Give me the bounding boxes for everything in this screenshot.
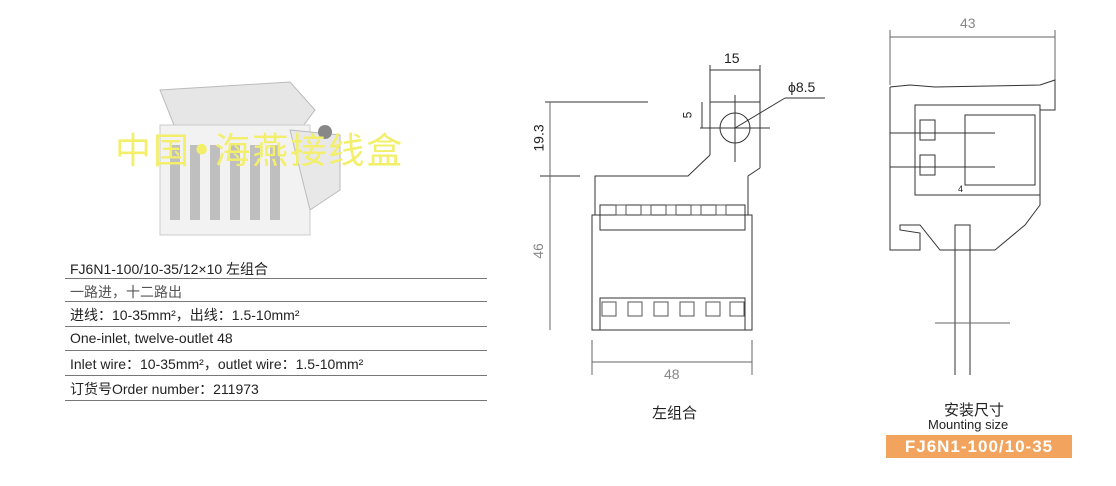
spec-row: One-inlet, twelve-outlet 48	[70, 330, 233, 346]
product-title: FJ6N1-100/10-35/12×10 左组合	[70, 261, 269, 277]
front-view-drawing	[540, 65, 825, 375]
divider	[65, 375, 487, 376]
front-caption: 左组合	[652, 405, 698, 422]
side-caption-cn: 安装尺寸	[944, 402, 1005, 419]
watermark: 中国•海燕接线盒	[115, 131, 405, 172]
dim-side-width: 43	[960, 15, 976, 31]
divider	[65, 400, 487, 401]
divider	[65, 278, 487, 279]
dim-hole: ϕ8.5	[788, 79, 816, 95]
spec-row: 订货号Order number：211973	[70, 381, 259, 397]
side-view-drawing	[889, 30, 1056, 375]
divider	[65, 350, 487, 351]
dim-body-height: 46	[529, 243, 546, 259]
dim-hole-offset: 5	[680, 111, 695, 119]
dim-body-width: 48	[664, 366, 680, 382]
dim-top-width: 15	[724, 50, 740, 66]
dim-side-small: 4	[958, 184, 964, 194]
spec-row: Inlet wire：10-35mm²，outlet wire：1.5-10mm…	[70, 356, 364, 372]
product-photo	[159, 81, 341, 236]
dim-bracket-height: 19.3	[530, 124, 547, 152]
divider	[65, 326, 487, 327]
spec-row: 一路进，十二路出	[70, 285, 182, 301]
side-caption-en: Mounting size	[928, 417, 1009, 432]
model-banner: FJ6N1-100/10-35	[886, 435, 1072, 458]
spec-row: 进线：10-35mm²，出线：1.5-10mm²	[70, 307, 300, 323]
divider	[65, 301, 487, 302]
